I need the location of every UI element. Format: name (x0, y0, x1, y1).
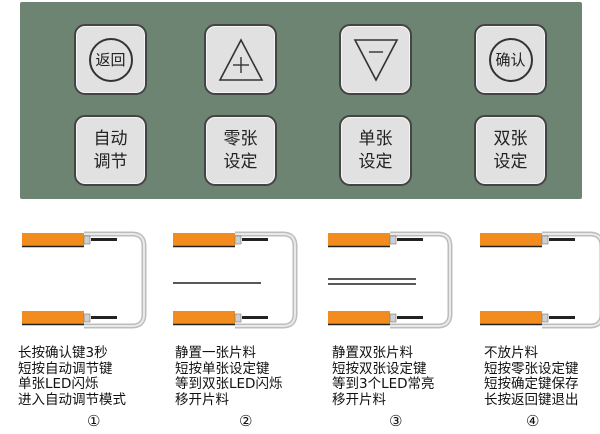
sensor-top-arm-body (22, 233, 84, 246)
back-button[interactable]: 返回 (74, 24, 147, 95)
sensor-diagram-1 (22, 231, 147, 329)
sensor-frame (84, 231, 147, 329)
sensor-top-arm-body (480, 233, 542, 246)
confirm-button[interactable]: 确认 (474, 24, 547, 95)
back-button-label: 返回 (88, 37, 133, 82)
sensor-bottom-arm-body (173, 311, 235, 324)
sensor-top-arm-body (173, 233, 235, 246)
sensor-frame (390, 231, 453, 329)
confirm-button-label: 确认 (488, 37, 533, 82)
step-1-caption: 长按确认键3秒 短按自动调节键 单张LED闪烁 进入自动调节模式 (18, 345, 126, 408)
sensor-bottom-arm-body (480, 311, 542, 324)
sensor-bottom-led-strip (242, 316, 268, 319)
minus-triangle-down-icon (353, 38, 398, 82)
double-sheet-button[interactable]: 双张 设定 (474, 115, 547, 186)
sensor-frame (235, 231, 298, 329)
step-1-number: ① (87, 412, 101, 430)
sensor-bottom-led-strip (549, 316, 575, 319)
step-3-number: ③ (389, 412, 403, 430)
step-2-caption: 静置一张片料 短按单张设定键 等到双张LED闪烁 移开片料 (175, 345, 283, 408)
step-4-caption: 不放片料 短按零张设定键 短按确定键保存 长按返回键退出 (484, 345, 579, 408)
auto-adjust-label: 自动 调节 (93, 128, 128, 172)
sensor-frame (542, 231, 600, 329)
plus-triangle-up-icon (218, 37, 263, 81)
sensor-top-led-strip (549, 238, 575, 241)
sensor-top-led-strip (91, 238, 117, 241)
sensor-top-led-strip (242, 238, 268, 241)
plus-button[interactable] (204, 24, 277, 95)
zero-sheet-button[interactable]: 零张 设定 (204, 115, 277, 186)
sensor-bottom-led-strip (397, 316, 423, 319)
sensor-top-arm-body (328, 233, 390, 246)
sensor-bottom-arm-body (22, 311, 84, 324)
sensor-bottom-arm-body (328, 311, 390, 324)
auto-adjust-button[interactable]: 自动 调节 (74, 115, 147, 186)
step-4-number: ④ (526, 412, 540, 430)
sensor-diagram-3 (328, 231, 453, 329)
sensor-diagram-4 (480, 231, 600, 329)
sensor-bottom-led-strip (91, 316, 117, 319)
minus-button[interactable] (339, 24, 412, 95)
single-sheet-button[interactable]: 单张 设定 (339, 115, 412, 186)
sensor-diagram-2 (173, 231, 298, 329)
double-sheet-label: 双张 设定 (493, 128, 528, 172)
sensor-top-led-strip (397, 238, 423, 241)
step-2-number: ② (239, 412, 253, 430)
zero-sheet-label: 零张 设定 (223, 128, 258, 172)
single-sheet-label: 单张 设定 (358, 128, 393, 172)
step-3-caption: 静置双张片料 短按双张设定键 等到3个LED常亮 移开片料 (332, 345, 435, 408)
